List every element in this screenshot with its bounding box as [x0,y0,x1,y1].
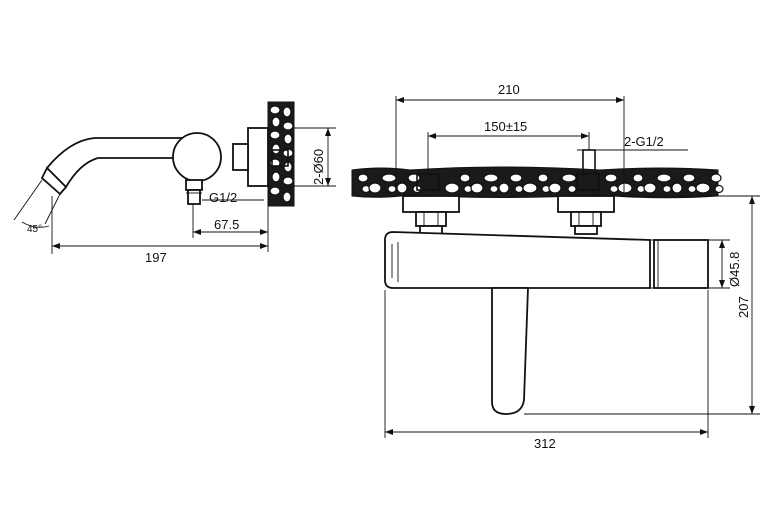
side-view: 45° G1/2 67.5 197 2-Ø60 [13,101,336,265]
wall-stone [561,173,577,183]
wall-stone [357,173,369,183]
inlet-thread-label: 2-G1/2 [624,134,664,149]
side-offset-dim: 67.5 [214,217,239,232]
wall-stone [368,182,382,194]
side-width-dim: 197 [145,250,167,265]
height-dim: 207 [736,296,751,318]
side-spout [45,137,191,189]
wall-stone [656,173,672,183]
wall-stone [714,184,724,194]
side-flange [247,127,269,187]
wall-stone [381,173,397,183]
mixer-body [384,231,651,289]
wall-stone [387,184,397,194]
right-eccentric [557,195,615,213]
wall-stone [396,182,408,194]
wall-stone [671,182,683,194]
wall-stone [662,184,672,194]
wall-stone [483,173,499,183]
front-spout [491,287,529,415]
spout-length-dim: 312 [534,436,556,451]
wall-stone [682,173,696,183]
side-inlet-thread-label: G1/2 [209,190,237,205]
wall-stone [459,173,471,183]
wall-stone [617,182,633,194]
wall-stone [643,182,657,194]
side-inlet-nut [187,189,201,205]
wall-stone [609,184,619,194]
wall-stone [514,184,524,194]
side-flange-dia-dim: 2-Ø60 [311,149,326,185]
side-lower-connector [185,179,203,191]
wall-stone [407,173,421,183]
side-body-circle [172,132,222,182]
body-dia-dim: Ø45.8 [727,252,742,287]
front-view: 210 150±15 2-G1/2 Ø45.8 207 312 [351,82,760,451]
thermostat-handle [653,239,709,289]
wall-stone [710,173,722,183]
inlet-spacing-dim: 150±15 [484,119,527,134]
wall-stone [489,184,499,194]
wall-stone [509,173,523,183]
wall-stone [687,184,697,194]
wall-stone [470,182,484,194]
wall-stone [632,173,644,183]
left-eccentric [402,195,460,213]
wall-stone [548,182,562,194]
wall-stone [522,182,538,194]
front-wall-section [351,166,724,199]
wall-stone [567,184,577,194]
side-connector [232,143,249,171]
wall-stone [695,182,711,194]
wall-stone [537,173,549,183]
front-width-dim: 210 [498,82,520,97]
wall-stone [604,173,618,183]
spout-angle-label: 45° [27,224,42,235]
wall-stone [498,182,510,194]
side-wall-section [267,101,295,207]
wall-stone [444,182,460,194]
